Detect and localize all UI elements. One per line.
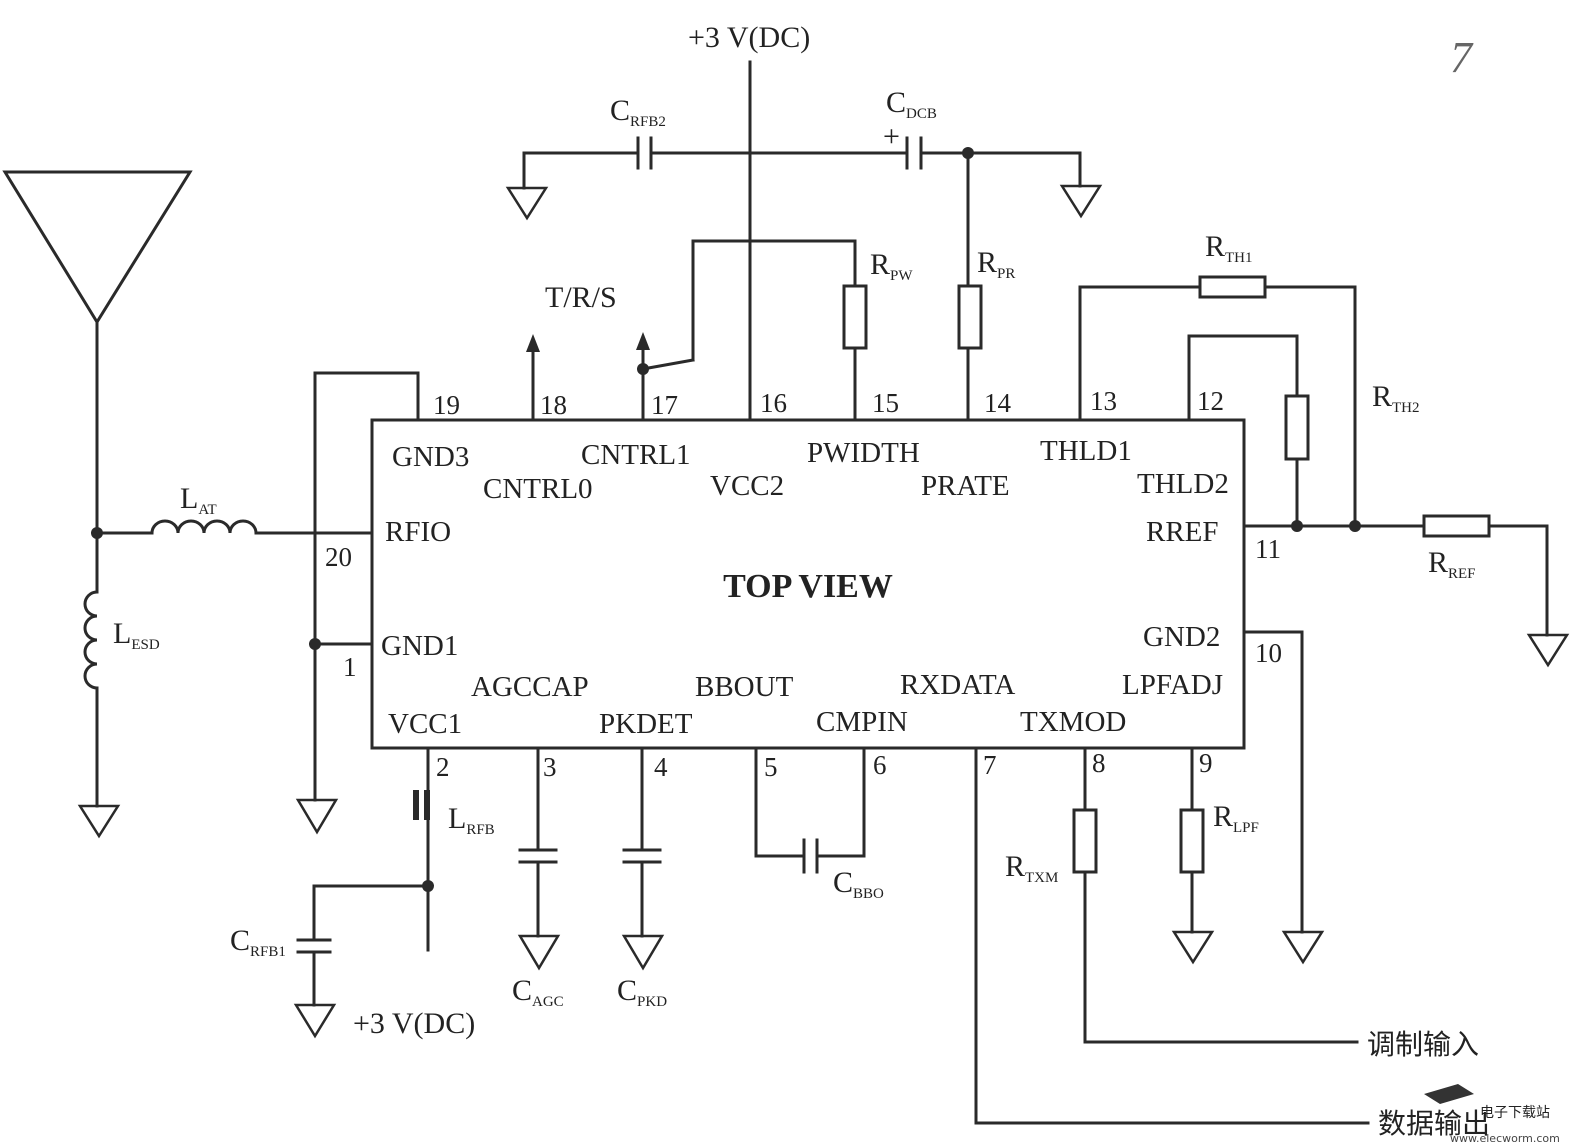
- pin-name-12: THLD2: [1137, 468, 1229, 500]
- pin-name-3: AGCCAP: [471, 671, 589, 703]
- cagc-label: CAGC: [512, 974, 564, 1010]
- pin-name-9: LPFADJ: [1122, 669, 1223, 701]
- cpkd-label: CPKD: [617, 974, 667, 1010]
- data-output-label: 数据输出: [1378, 1107, 1490, 1140]
- inductor-lesd: [83, 590, 99, 690]
- watermark-logo: 电子下载站: [1480, 1105, 1550, 1121]
- rref-label: RREF: [1428, 546, 1476, 582]
- supply-bottom-label: +3 V(DC): [353, 1007, 475, 1040]
- pin-num-9: 9: [1199, 748, 1213, 778]
- pin-name-14: PRATE: [921, 470, 1010, 502]
- resistor-rth2: [1284, 394, 1310, 461]
- ground-icon: [505, 186, 549, 221]
- inductor-lat: [150, 519, 258, 535]
- pin-name-6: CMPIN: [816, 706, 908, 738]
- pin-name-18: CNTRL0: [483, 473, 593, 505]
- cdcb-label: CDCB: [886, 86, 937, 122]
- rth2-label: RTH2: [1372, 380, 1420, 416]
- ground-icon: [293, 1003, 337, 1039]
- pin-num-5: 5: [764, 752, 778, 782]
- ground-icon: [517, 934, 561, 971]
- resistor-rpr: [957, 284, 983, 350]
- pin-name-17: CNTRL1: [581, 439, 691, 471]
- cdcb-polarity: +: [883, 120, 900, 153]
- arrow-up-icon: [526, 334, 540, 352]
- arrow-up-icon: [636, 332, 650, 350]
- resistor-rpw: [842, 284, 868, 350]
- pin-num-10: 10: [1255, 638, 1282, 668]
- resistor-rlpf: [1179, 808, 1205, 874]
- lrfb-label: LRFB: [448, 802, 495, 838]
- pin-num-17: 17: [651, 390, 678, 420]
- lesd-label: LESD: [113, 617, 160, 653]
- pin-num-12: 12: [1197, 386, 1224, 416]
- ground-icon: [1281, 930, 1325, 965]
- ground-icon: [77, 804, 121, 839]
- rlpf-label: RLPF: [1213, 800, 1259, 836]
- cbbo-label: CBBO: [833, 866, 884, 902]
- rth1-label: RTH1: [1205, 230, 1253, 266]
- pin-name-7: RXDATA: [900, 669, 1015, 701]
- supply-top-label: +3 V(DC): [688, 21, 810, 54]
- rpr-label: RPR: [977, 246, 1015, 282]
- pin-num-20: 20: [325, 542, 352, 572]
- pin-name-5: BBOUT: [695, 671, 794, 703]
- chip-title: TOP VIEW: [723, 568, 893, 605]
- pin-name-4: PKDET: [599, 708, 693, 740]
- lat-label: LAT: [180, 482, 217, 518]
- page-mark: 7: [1450, 33, 1474, 82]
- pin-num-8: 8: [1092, 748, 1106, 778]
- pin-num-3: 3: [543, 752, 557, 782]
- crfb2-label: CRFB2: [610, 94, 666, 130]
- pin-num-11: 11: [1255, 534, 1281, 564]
- resistor-rref: [1422, 514, 1491, 538]
- chip-body: [370, 418, 1246, 750]
- pin-num-16: 16: [760, 388, 787, 418]
- antenna-symbol: [2, 170, 193, 325]
- pin-num-18: 18: [540, 390, 567, 420]
- watermark-url: www.elecworm.com: [1450, 1132, 1560, 1145]
- ground-icon: [1059, 184, 1103, 219]
- pin-num-6: 6: [873, 750, 887, 780]
- ground-icon: [1526, 633, 1570, 668]
- pin-name-2: VCC1: [388, 708, 462, 740]
- pin-name-10: GND2: [1143, 621, 1220, 653]
- pin-num-2: 2: [436, 752, 450, 782]
- crfb1-label: CRFB1: [230, 924, 286, 960]
- pin-num-7: 7: [983, 750, 997, 780]
- watermark: 电子下载站 www.elecworm.com: [1424, 1084, 1560, 1145]
- resistor-rtxm: [1072, 808, 1098, 874]
- pin-name-19: GND3: [392, 441, 469, 473]
- rtxm-label: RTXM: [1005, 850, 1058, 886]
- pin-name-20: RFIO: [385, 516, 451, 548]
- ground-icon: [295, 798, 339, 835]
- resistor-rth1: [1198, 275, 1267, 299]
- pin-num-15: 15: [872, 388, 899, 418]
- pin-name-15: PWIDTH: [807, 437, 920, 469]
- trs-label: T/R/S: [545, 281, 617, 314]
- ground-icon: [1171, 930, 1215, 965]
- pin-num-4: 4: [654, 752, 668, 782]
- rpw-label: RPW: [870, 248, 913, 284]
- ground-icon: [621, 934, 665, 971]
- mod-input-label: 调制输入: [1367, 1028, 1479, 1061]
- pin-name-11: RREF: [1146, 516, 1219, 548]
- pin-num-1: 1: [343, 652, 357, 682]
- pin-num-19: 19: [433, 390, 460, 420]
- pin-name-16: VCC2: [710, 470, 784, 502]
- pin-num-13: 13: [1090, 386, 1117, 416]
- pin-num-14: 14: [984, 388, 1012, 418]
- pin-name-1: GND1: [381, 630, 458, 662]
- inductor-lrfb: [413, 790, 419, 820]
- pin-name-8: TXMOD: [1020, 706, 1126, 738]
- pin-name-13: THLD1: [1040, 435, 1132, 467]
